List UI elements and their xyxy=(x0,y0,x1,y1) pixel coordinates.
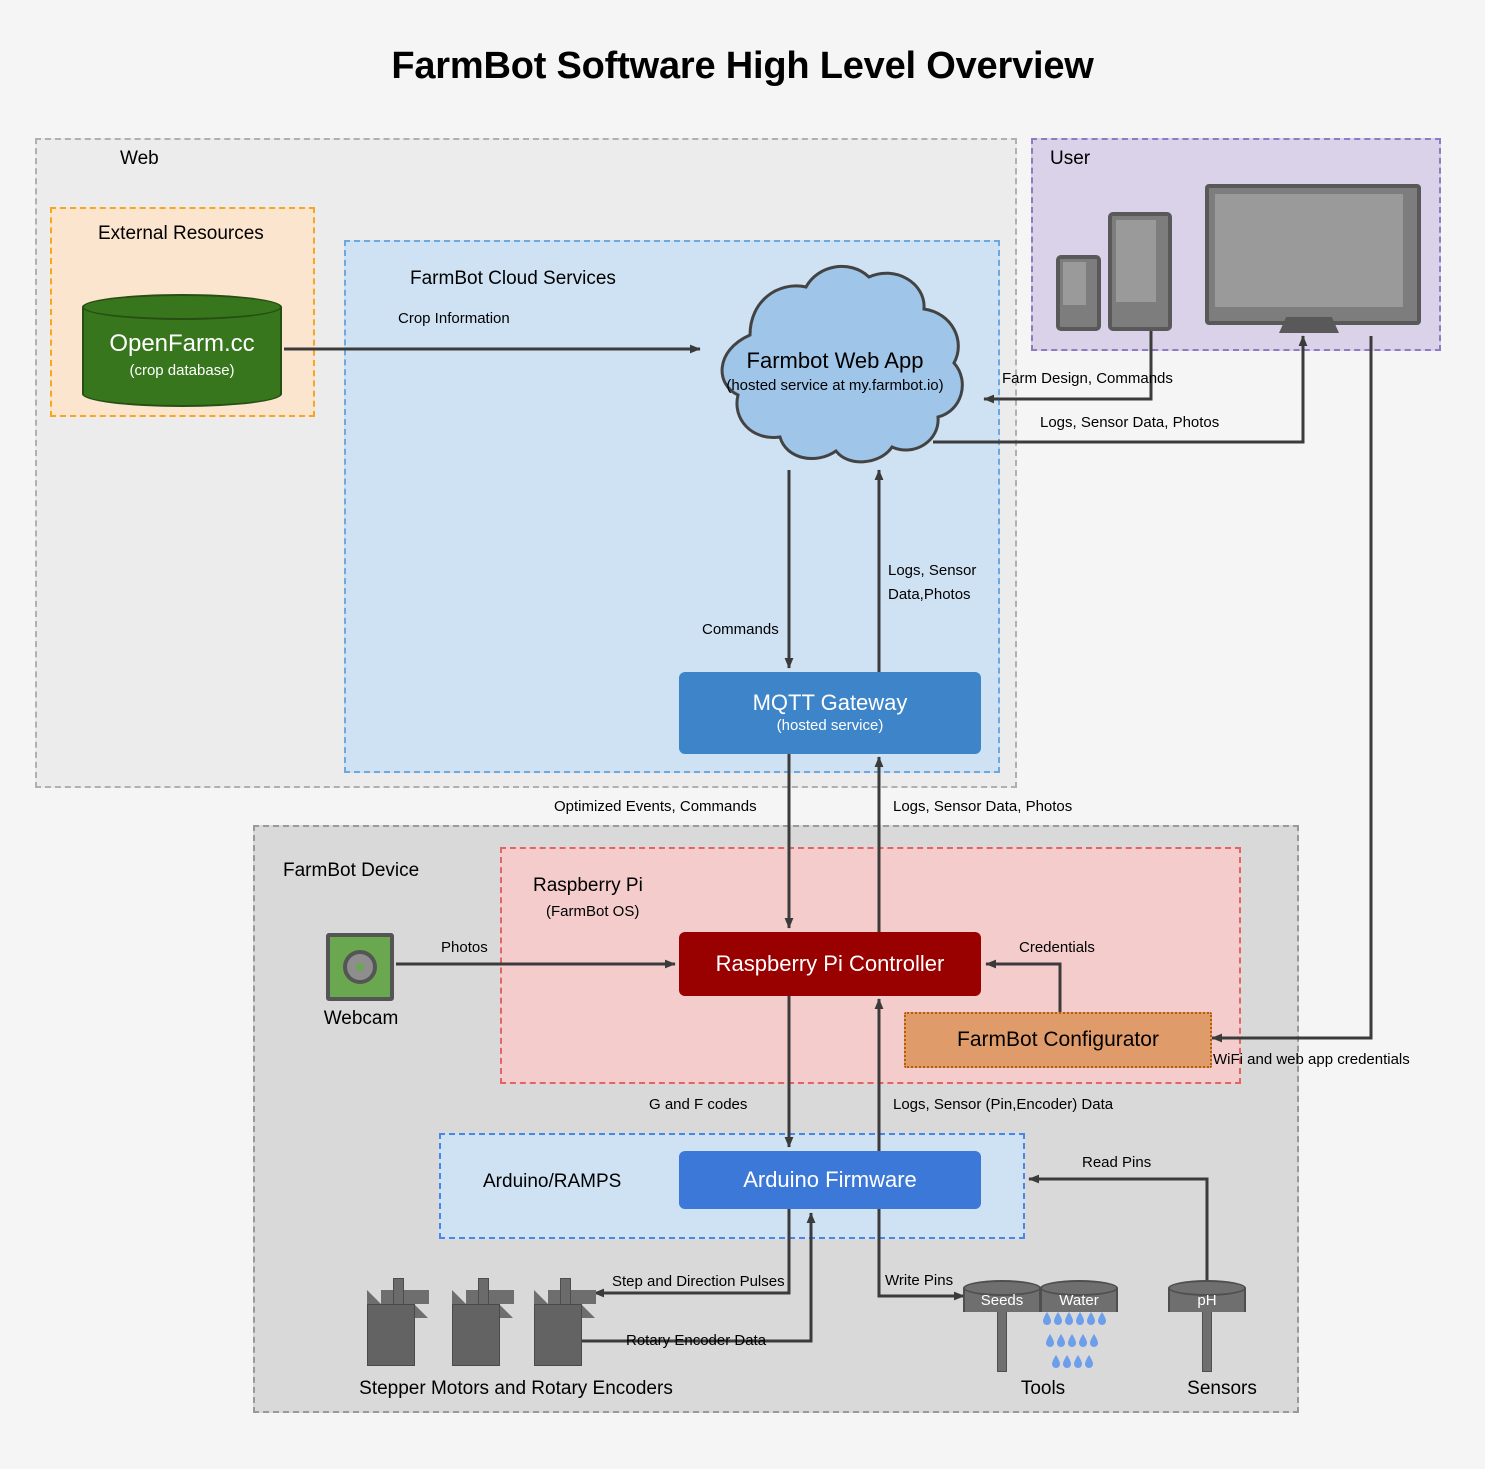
group-raspberry-pi-sublabel: (FarmBot OS) xyxy=(546,903,640,920)
cylinder-body xyxy=(82,307,282,394)
edge-label-photos: Photos xyxy=(441,939,488,956)
group-user-label: User xyxy=(1050,148,1091,169)
motor-side xyxy=(367,1278,429,1366)
tool-water-label: Water xyxy=(1059,1292,1099,1309)
motor-side xyxy=(452,1278,514,1366)
edge-label-commands: Commands xyxy=(702,621,779,638)
node-sensors-label: Sensors xyxy=(1187,1378,1257,1399)
node-steppers-label: Stepper Motors and Rotary Encoders xyxy=(359,1378,673,1399)
edge-label-optimized-events-commands: Optimized Events, Commands xyxy=(554,798,757,815)
node-mqtt-gateway-sublabel: (hosted service) xyxy=(776,717,884,735)
node-raspberry-pi-controller-label: Raspberry Pi Controller xyxy=(715,950,945,976)
tool-seeds-icon: Seeds xyxy=(963,1280,1041,1372)
group-raspberry-pi-label: Raspberry Pi xyxy=(533,875,643,896)
tablet-screen xyxy=(1116,220,1156,302)
node-openfarm: OpenFarm.cc (crop database) xyxy=(82,294,282,407)
puck-top xyxy=(1168,1280,1246,1296)
puck-top xyxy=(1040,1280,1118,1296)
stepper-motor-icon xyxy=(534,1278,596,1368)
edge-label-logs-sensor-pin-encoder-data: Logs, Sensor (Pin,Encoder) Data xyxy=(893,1096,1114,1113)
edge-label-g-and-f-codes: G and F codes xyxy=(649,1096,748,1113)
node-raspberry-pi-controller[interactable]: Raspberry Pi Controller xyxy=(679,932,981,996)
edge-label-credentials: Credentials xyxy=(1019,939,1095,956)
tool-water-icon: Water xyxy=(1040,1280,1118,1318)
phone-screen xyxy=(1063,262,1086,305)
water-droplets-icon xyxy=(1043,1312,1106,1368)
node-mqtt-gateway-label: MQTT Gateway xyxy=(752,690,908,716)
edge-label-rotary-encoder-data: Rotary Encoder Data xyxy=(626,1332,767,1349)
sensor-ph-label: pH xyxy=(1197,1292,1217,1309)
edge-label-step-and-direction-pulses: Step and Direction Pulses xyxy=(612,1273,785,1290)
webcam-lens-icon xyxy=(343,950,377,984)
edge-label-logs-sensor-data-photos-user: Logs, Sensor Data, Photos xyxy=(1040,414,1220,431)
edge-label-logs-sensor-data-photos-device: Logs, Sensor Data, Photos xyxy=(893,798,1073,815)
node-farmbot-configurator[interactable]: FarmBot Configurator xyxy=(904,1012,1212,1068)
sensor-ph-stem xyxy=(1202,1310,1212,1372)
stepper-motor-icon xyxy=(452,1278,514,1368)
cylinder-top xyxy=(82,294,282,320)
sensor-ph-icon: pH xyxy=(1168,1280,1246,1372)
motor-front xyxy=(534,1304,582,1366)
group-external-resources-label: External Resources xyxy=(98,223,264,244)
edge-label-write-pins: Write Pins xyxy=(885,1272,954,1289)
node-openfarm-sublabel: (crop database) xyxy=(129,362,235,379)
motor-side xyxy=(534,1278,596,1366)
edge-label-farm-design-commands: Farm Design, Commands xyxy=(1002,370,1173,387)
edge-label-wifi-and-web-app-credentials: WiFi and web app credentials xyxy=(1213,1051,1410,1068)
monitor-screen xyxy=(1215,194,1403,307)
edge-label-read-pins: Read Pins xyxy=(1082,1154,1152,1171)
tool-seeds-label: Seeds xyxy=(980,1292,1024,1309)
edge-label-logs-sensor-data-photos-cloud-1: Logs, Sensor xyxy=(888,562,977,579)
phone-icon xyxy=(1056,255,1101,331)
node-tools-label: Tools xyxy=(1020,1378,1066,1399)
group-arduino-ramps-label: Arduino/RAMPS xyxy=(483,1171,622,1192)
node-webcam-label: Webcam xyxy=(323,1008,399,1029)
node-arduino-firmware-label: Arduino Firmware xyxy=(743,1166,917,1192)
group-farmbot-device-label: FarmBot Device xyxy=(283,860,420,881)
tool-seeds-stem xyxy=(997,1310,1007,1372)
webcam-icon xyxy=(326,933,394,1001)
group-web-label: Web xyxy=(120,148,159,169)
monitor-stand xyxy=(1279,317,1339,333)
tablet-icon xyxy=(1108,212,1172,331)
node-webapp-cloud-shape xyxy=(720,264,964,464)
node-arduino-firmware[interactable]: Arduino Firmware xyxy=(679,1151,981,1209)
page-title: FarmBot Software High Level Overview xyxy=(391,45,1094,87)
edge-label-logs-sensor-data-photos-cloud-2: Data,Photos xyxy=(888,586,971,603)
group-cloud-services-label: FarmBot Cloud Services xyxy=(410,268,616,289)
edge-label-crop-information: Crop Information xyxy=(398,310,510,327)
motor-front xyxy=(367,1304,415,1366)
motor-front xyxy=(452,1304,500,1366)
node-openfarm-text: OpenFarm.cc (crop database) xyxy=(82,330,282,379)
node-mqtt-gateway[interactable]: MQTT Gateway (hosted service) xyxy=(679,672,981,754)
node-openfarm-label: OpenFarm.cc xyxy=(109,330,255,357)
node-farmbot-configurator-label: FarmBot Configurator xyxy=(957,1028,1159,1052)
monitor-icon xyxy=(1205,184,1421,325)
stepper-motor-icon xyxy=(367,1278,429,1368)
